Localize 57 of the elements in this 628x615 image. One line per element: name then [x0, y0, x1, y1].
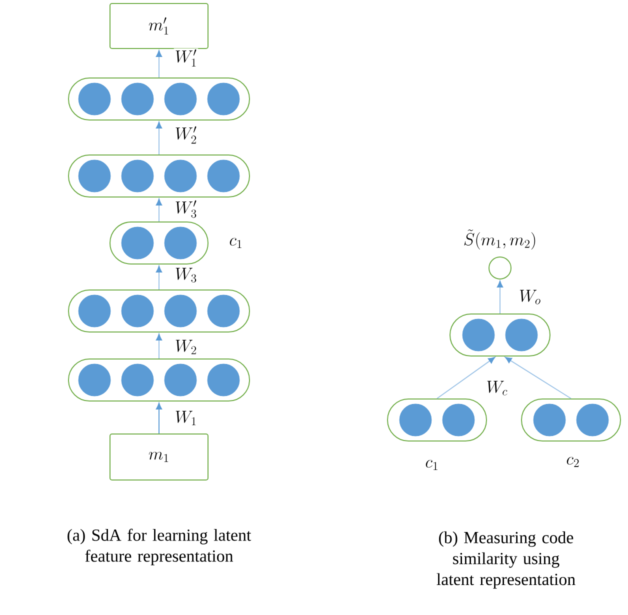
layer-label: $c_1$: [426, 460, 438, 470]
edge-label: $W_1$: [174, 410, 198, 426]
arrow: [156, 50, 162, 78]
layer-capsule: [68, 358, 250, 402]
neuron: [120, 82, 154, 116]
neuron: [504, 318, 538, 352]
neuron: [164, 294, 198, 328]
edge-label: $W'_3$: [174, 199, 198, 219]
layer-capsule: [387, 398, 487, 442]
neuron: [78, 363, 112, 397]
edge-label: $W_o$: [518, 288, 542, 306]
edge-label: $W'_1$: [174, 48, 198, 68]
arrow: [496, 280, 504, 314]
neuron: [398, 403, 432, 437]
neuron: [164, 82, 198, 116]
edge-label: $W_2$: [174, 338, 198, 356]
layer-capsule: [450, 314, 550, 356]
caption: (a) SdA for learning latent feature representation: [68, 528, 252, 566]
layer-capsule: [68, 78, 250, 120]
input-box: $m_1$: [110, 434, 208, 480]
neuron: [78, 159, 112, 193]
edge-label: $W_3$: [174, 266, 198, 284]
neuron: [206, 159, 240, 193]
neuron: [164, 226, 198, 260]
arrow: [156, 198, 162, 222]
edge-label: $W'_2$: [174, 125, 198, 145]
neuron: [120, 159, 154, 193]
neuron: [442, 403, 476, 437]
neuron: [206, 82, 240, 116]
score-label: $\tilde{S}(m_1, m_2)$: [464, 230, 536, 250]
neuron: [206, 363, 240, 397]
neuron: [120, 363, 154, 397]
neuron: [164, 363, 198, 397]
neuron: [78, 82, 112, 116]
layer-label: $c_2$: [566, 456, 579, 467]
layer-label: $c_1$: [230, 238, 242, 248]
arrow: [156, 122, 162, 155]
layer-capsule: [521, 398, 621, 442]
caption: (b) Measuring code similarity using latent representation: [436, 531, 576, 589]
layer-capsule: [68, 290, 250, 332]
arrow: [156, 402, 162, 434]
neuron: [462, 318, 496, 352]
neuron: [206, 294, 240, 328]
layer-capsule: [68, 154, 250, 198]
neuron: [120, 294, 154, 328]
neuron: [120, 226, 154, 260]
neuron: [78, 294, 112, 328]
output-box: $m'_1$: [110, 3, 208, 49]
arrow: [436, 357, 496, 399]
edge-label: $W_c$: [485, 380, 509, 396]
arrow: [156, 334, 162, 359]
neuron: [532, 403, 566, 437]
arrow: [505, 356, 572, 399]
arrow: [156, 266, 162, 290]
neuron: [576, 403, 610, 437]
layer-capsule: [110, 222, 208, 264]
neuron: [164, 159, 198, 193]
